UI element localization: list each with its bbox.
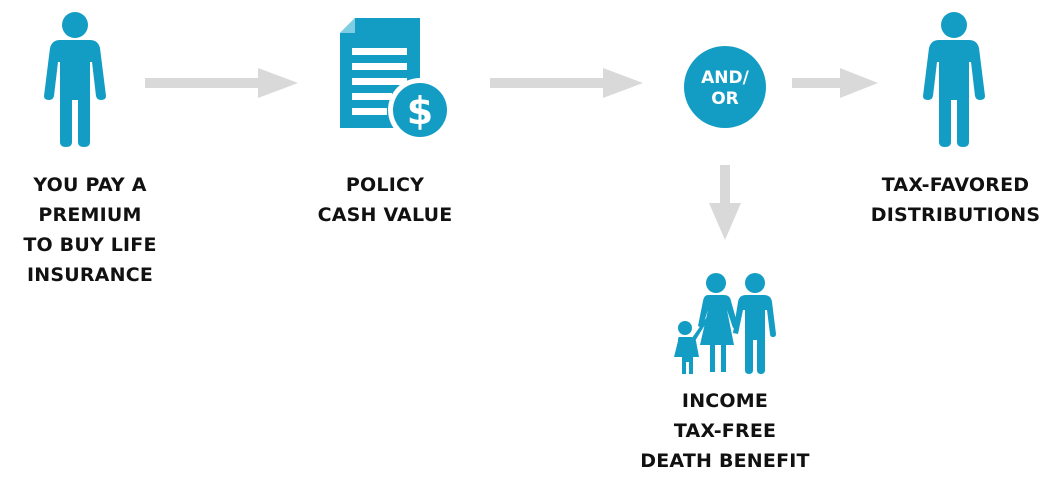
cash-value-label: POLICY CASH VALUE bbox=[295, 170, 475, 230]
person-icon-right bbox=[923, 12, 985, 147]
junction-line-1: AND/ bbox=[701, 68, 749, 88]
arrow-right-1 bbox=[145, 68, 298, 98]
death-benefit-label-line-2: TAX-FREE bbox=[673, 420, 777, 442]
arrow-right-2 bbox=[490, 68, 643, 98]
family-icon bbox=[674, 273, 776, 374]
distributions-label-line-2: DISTRIBUTIONS bbox=[870, 204, 1041, 226]
premium-label-line-3: TO BUY LIFE bbox=[23, 234, 157, 256]
and-or-junction: AND/ OR bbox=[684, 46, 766, 128]
junction-line-2: OR bbox=[711, 89, 739, 109]
arrow-right-3 bbox=[792, 68, 878, 98]
death-benefit-label-line-3: DEATH BENEFIT bbox=[640, 450, 810, 472]
policy-document-icon: $ bbox=[340, 18, 452, 142]
cash-value-label-line-2: CASH VALUE bbox=[317, 204, 453, 226]
distributions-label: TAX-FAVORED DISTRIBUTIONS bbox=[853, 170, 1058, 230]
person-icon bbox=[44, 12, 106, 147]
dollar-icon: $ bbox=[407, 89, 433, 133]
premium-label-line-1: YOU PAY A bbox=[33, 174, 147, 196]
premium-label-line-4: INSURANCE bbox=[26, 264, 154, 286]
cash-value-label-line-1: POLICY bbox=[345, 174, 425, 196]
premium-label: YOU PAY A PREMIUM TO BUY LIFE INSURANCE bbox=[0, 170, 180, 290]
arrow-down bbox=[709, 165, 741, 240]
death-benefit-label: INCOME TAX-FREE DEATH BENEFIT bbox=[630, 386, 820, 476]
premium-label-line-2: PREMIUM bbox=[38, 204, 142, 226]
death-benefit-label-line-1: INCOME bbox=[681, 390, 769, 412]
distributions-label-line-1: TAX-FAVORED bbox=[881, 174, 1030, 196]
